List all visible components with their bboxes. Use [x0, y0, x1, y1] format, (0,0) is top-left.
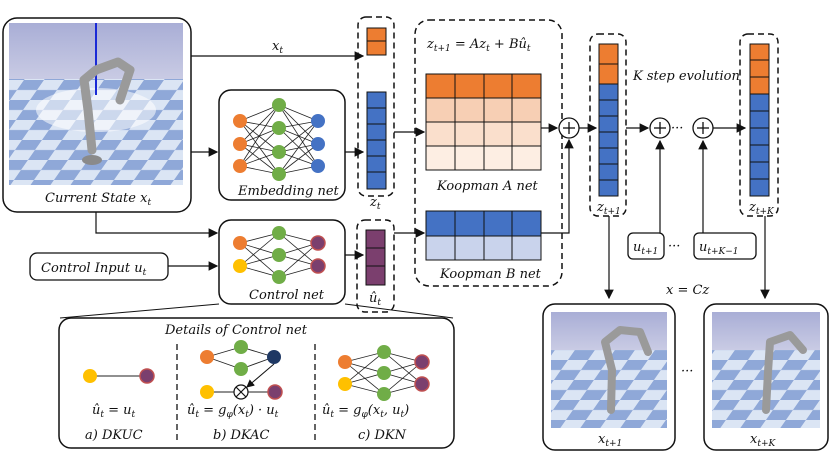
x-eq-cz-label: x = Cz	[666, 283, 709, 298]
variant-dkac: ût = gφ(xt) · ut b) DKAC	[187, 340, 283, 443]
current-state-panel: Current State xt	[2, 17, 192, 213]
xtk-label: xt+K	[750, 432, 777, 449]
dkn-equation: ût = gφ(xt, ut)	[322, 403, 409, 420]
koopman-block: zt+1 = Azt + Bût Koopman A net Koopman B…	[414, 19, 563, 287]
koopman-a-label: Koopman A net	[436, 179, 539, 194]
ut-hat-vector: ût	[356, 219, 395, 313]
xt-label: xt	[272, 39, 283, 56]
zt1-vector: zt+1	[589, 33, 627, 217]
xtk-output-panel: xt+K	[703, 303, 829, 451]
dkac-equation: ût = gφ(xt) · ut	[187, 403, 279, 420]
koopman-b-matrix	[425, 210, 542, 261]
details-panel: Details of Control net ût = ut a) DKUC	[58, 317, 455, 449]
embedding-net-label: Embedding net	[237, 184, 340, 199]
ut-hat-label: ût	[369, 291, 381, 308]
koopman-equation: zt+1 = Azt + Bût	[426, 37, 531, 54]
control-net-label: Control net	[249, 288, 325, 303]
dkuc-equation: ût = ut	[92, 403, 136, 420]
details-connector-left	[59, 303, 220, 319]
dkuc-label: a) DKUC	[85, 428, 143, 443]
koopman-a-matrix	[425, 73, 542, 171]
xt1-output-panel: xt+1	[542, 303, 676, 451]
koopman-b-label: Koopman B net	[439, 267, 542, 282]
zt-label: zt	[369, 195, 381, 212]
output-ellipsis: ···	[681, 364, 693, 379]
sum-node-2	[649, 117, 671, 139]
multiply-icon	[233, 384, 249, 400]
ztk-vector: zt+K	[739, 33, 779, 217]
svg-text:ut+1: ut+1	[633, 240, 658, 257]
ztk-label: zt+K	[748, 200, 775, 217]
robot-scene-image-t1	[551, 312, 667, 428]
arrow-b-to-sum	[541, 138, 574, 234]
robot-scene-image	[9, 23, 183, 185]
sum-node-3	[692, 117, 714, 139]
details-title: Details of Control net	[164, 323, 308, 338]
robot-scene-image-tk	[712, 312, 820, 428]
dkn-label: c) DKN	[358, 428, 407, 443]
details-connector-right	[344, 303, 454, 319]
u-ellipsis: ···	[668, 239, 680, 254]
zt-blue-column	[366, 91, 387, 190]
variant-dkn: ût = gφ(xt, ut) c) DKN	[322, 345, 430, 443]
control-input-box: Control Input ut	[29, 252, 169, 281]
utk-box: ut+K−1	[693, 232, 757, 260]
svg-text:ut+K−1: ut+K−1	[699, 240, 739, 257]
current-state-label: Current State xt	[45, 191, 151, 208]
xt-vector: zt	[357, 16, 395, 212]
chain-ellipsis: ···	[671, 121, 683, 136]
sum-node-1	[558, 117, 580, 139]
control-net-panel: Control net	[218, 219, 346, 305]
k-step-label: K step evolution	[632, 69, 740, 84]
embedding-net-panel: Embedding net	[218, 89, 346, 201]
embedding-net-nodes	[233, 98, 325, 181]
dkac-label: b) DKAC	[213, 428, 270, 443]
svg-text:Control Input ut: Control Input ut	[41, 261, 147, 278]
ut1-box: ut+1	[627, 232, 665, 260]
zt1-label: zt+1	[596, 200, 621, 217]
xt1-label: xt+1	[598, 432, 622, 449]
arrow-state-to-control	[95, 212, 219, 238]
